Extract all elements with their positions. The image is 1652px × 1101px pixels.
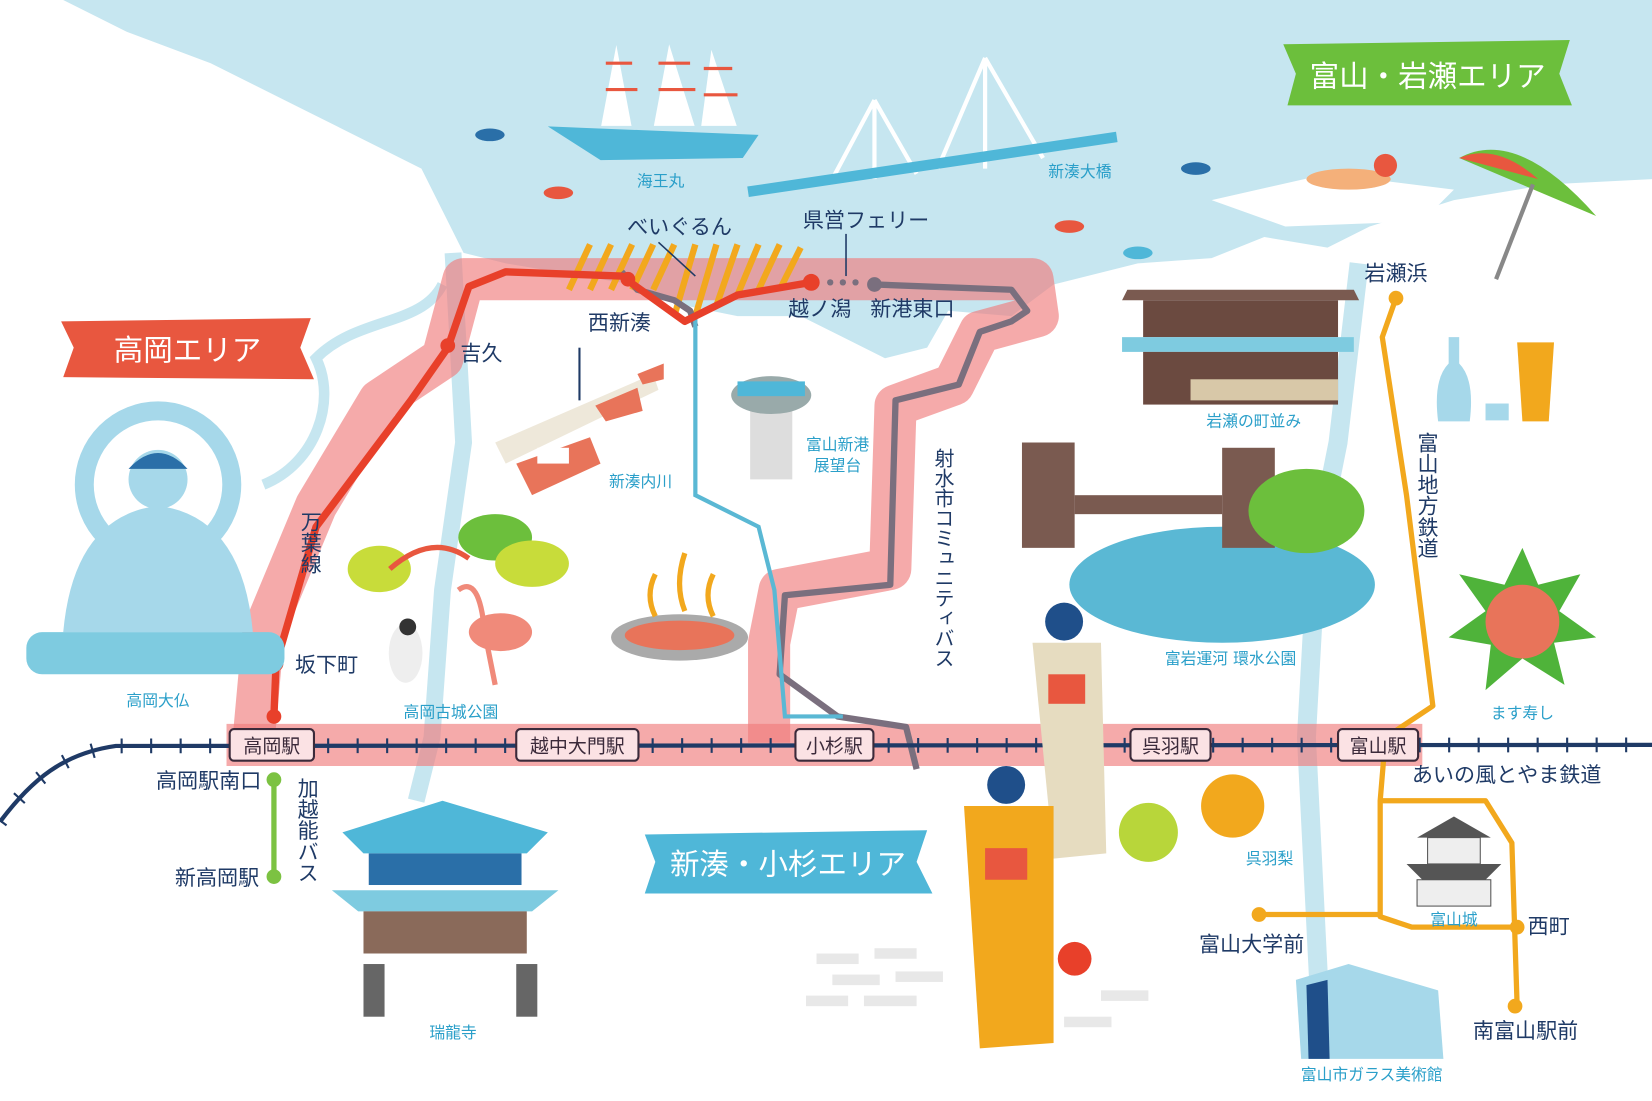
station-box-takaoka[interactable] (228, 728, 316, 762)
station-kureha[interactable]: 呉羽駅 (1142, 735, 1199, 757)
buddha-illustration (26, 401, 285, 675)
banner-shinminato-kosugi[interactable]: 新湊・小杉エリア (644, 830, 933, 894)
label-koshinokata: 越ノ潟 (788, 296, 851, 321)
label-kaiwomaru: 海王丸 (637, 171, 685, 190)
pear-illustration (1118, 774, 1265, 862)
label-observatory-2: 展望台 (814, 456, 861, 475)
station-boxes (228, 728, 1420, 762)
label-daibutsu: 高岡大仏 (126, 691, 189, 710)
stop-dot-koshinokata (802, 273, 820, 291)
masuzushi-illustration (1448, 547, 1597, 691)
label-kaetsuno-bus: 加越能バス (295, 777, 320, 883)
label-masuzushi: ます寿し (1491, 704, 1554, 723)
stop-dot-takaoka (266, 709, 282, 724)
women-in-yukata-illustration (964, 602, 1107, 1049)
onsen-illustration (611, 552, 749, 661)
label-kansui-park: 富岩運河 環水公園 (1165, 649, 1296, 668)
station-box-kureha[interactable] (1129, 728, 1212, 762)
glass-museum-illustration (1295, 964, 1444, 1059)
manyo-line (270, 268, 812, 717)
label-nishi-shinminato: 西新湊 (588, 310, 651, 335)
label-takaoka-minamiguchi: 高岡駅南口 (156, 768, 261, 793)
station-box-etchudaimon[interactable] (515, 728, 640, 762)
label-iwasehama: 岩瀬浜 (1364, 260, 1427, 285)
label-uchikawa: 新湊内川 (609, 472, 672, 491)
station-box-kosugi[interactable] (794, 728, 875, 762)
iwase-townhouse-illustration (1122, 289, 1360, 405)
label-nishicho: 西町 (1528, 913, 1570, 938)
paving-stones-illustration (805, 948, 1149, 1028)
label-shinko-higashiguchi: 新港東口 (870, 296, 954, 321)
stop-dot-yoshihisa (440, 338, 456, 353)
label-minami-toyama: 南富山駅前 (1473, 1018, 1578, 1043)
station-kosugi[interactable]: 小杉駅 (806, 735, 863, 757)
river-blue (693, 316, 843, 719)
label-observatory-1: 富山新港 (806, 435, 869, 454)
banner-takaoka[interactable]: 高岡エリア (61, 318, 314, 380)
label-manyo-line: 万葉線 (298, 511, 323, 575)
label-baygurun: べいぐるん (627, 214, 732, 239)
banner-toyama-iwase[interactable]: 富山・岩瀬エリア (1283, 40, 1572, 106)
label-iwase-townscape: 岩瀬の町並み (1206, 412, 1301, 431)
station-takaoka[interactable]: 高岡駅 (243, 735, 300, 757)
station-box-toyama[interactable] (1336, 728, 1420, 762)
ferry-dots (827, 277, 882, 292)
label-sakashitamachi: 坂下町 (295, 652, 358, 677)
label-toyama-univ: 富山大学前 (1199, 931, 1304, 956)
label-yoshihisa: 吉久 (460, 340, 502, 365)
stop-dot-nishishinminato (620, 271, 636, 287)
label-glass-museum: 富山市ガラス美術館 (1301, 1065, 1443, 1084)
area-title-toyama-iwase: 富山・岩瀬エリア (1310, 59, 1546, 93)
shinminato-bridge-illustration (747, 56, 1118, 197)
sake-beer-icons (1436, 337, 1555, 422)
beach-umbrella-icon (1459, 149, 1597, 280)
label-kureha-pear: 呉羽梨 (1246, 849, 1294, 868)
uchikawa-boats-illustration (495, 347, 664, 496)
swimmer-illustration (1211, 153, 1454, 227)
kansui-park-illustration (1021, 442, 1375, 643)
area-title-shinminato-kosugi: 新湊・小杉エリア (670, 847, 906, 881)
river-left (261, 281, 448, 490)
stop-dot-iwasehama (1388, 290, 1404, 306)
stop-dot-nishicho (1509, 919, 1525, 935)
label-zuiryuji: 瑞龍寺 (429, 1023, 476, 1042)
label-shin-takaoka: 新高岡駅 (175, 865, 259, 890)
label-chitetsu: 富山地方鉄道 (1415, 432, 1440, 559)
zuiryuji-temple-illustration (331, 800, 559, 1017)
station-etchu-daimon[interactable]: 越中大門駅 (530, 735, 625, 757)
ainokaze-railway (0, 737, 1652, 827)
label-toyama-castle: 富山城 (1430, 910, 1478, 929)
stop-dot-minamiguchi (266, 772, 282, 788)
area-title-takaoka: 高岡エリア (114, 333, 262, 367)
kaiwomaru-ship-illustration (547, 41, 759, 161)
label-ainokaze: あいの風とやま鉄道 (1412, 762, 1602, 787)
label-ferry: 県営フェリー (803, 208, 929, 233)
label-shinminato-bridge: 新湊大橋 (1048, 162, 1111, 181)
stop-dot-minamitoyama (1507, 998, 1523, 1014)
stop-dot-toyama-univ (1251, 907, 1267, 922)
stop-dot-shintakaoka (266, 869, 282, 884)
fish-icons (475, 128, 1211, 260)
label-community-bus: 射水市コミュニティバス (931, 447, 955, 668)
observatory-illustration (731, 376, 812, 480)
label-kojo-park: 高岡古城公園 (404, 702, 499, 721)
station-toyama[interactable]: 富山駅 (1350, 735, 1407, 757)
kojo-park-illustration (347, 514, 569, 686)
baygurun-leader (657, 241, 696, 277)
toyama-castle-illustration (1406, 816, 1502, 907)
